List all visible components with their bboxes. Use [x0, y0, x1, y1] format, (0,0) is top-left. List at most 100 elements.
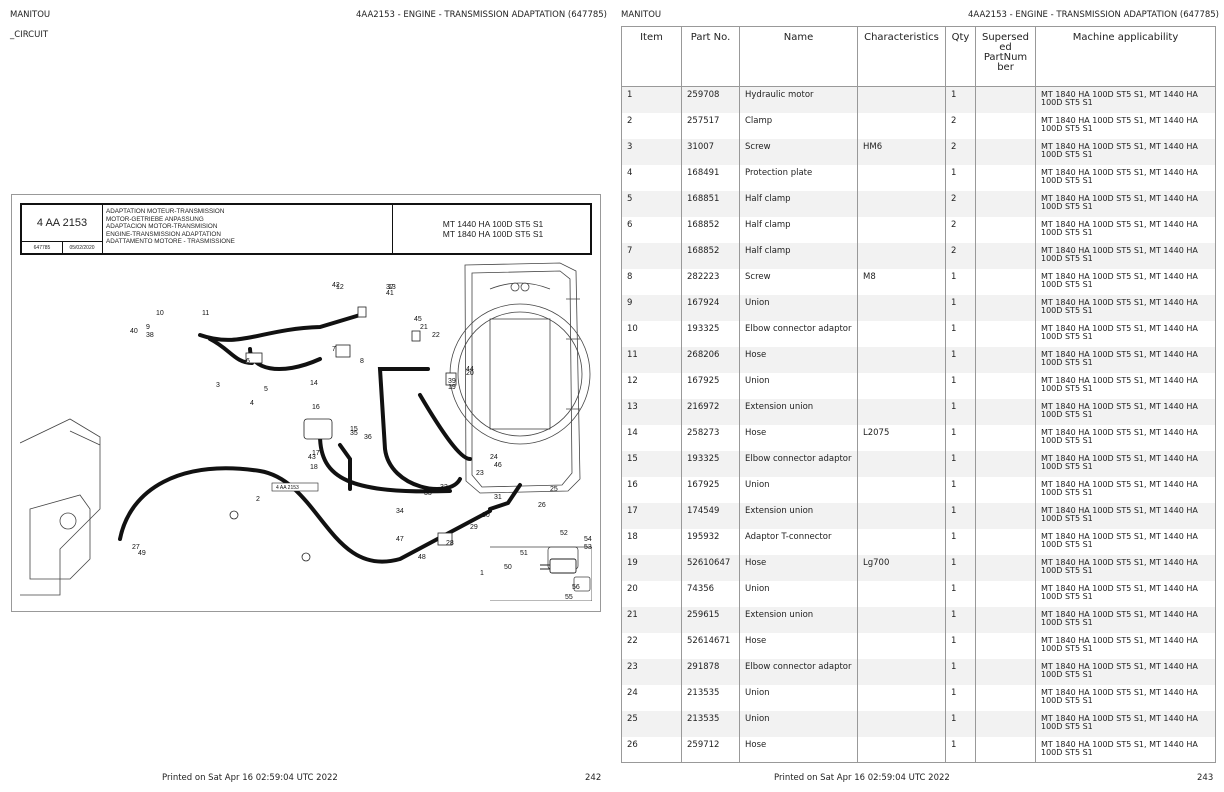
parts-table: Item Part No. Name Characteristics Qty S…	[621, 26, 1216, 763]
callout-8: 8	[360, 358, 364, 365]
callout-31: 31	[494, 494, 502, 501]
callout-44: 44	[466, 366, 474, 373]
cell-name: Extension union	[739, 606, 858, 633]
cell-qty: 1	[945, 398, 976, 425]
callout-42: 42	[332, 282, 340, 289]
cell-characteristics	[857, 632, 946, 659]
drawing-model-1: MT 1440 HA 100D ST5 S1	[442, 219, 544, 229]
cell-superseded	[975, 268, 1036, 295]
callout-48: 48	[418, 554, 426, 561]
callout-9: 9	[146, 324, 150, 331]
col-part-no: Part No.	[681, 26, 740, 87]
cell-item: 12	[621, 372, 682, 399]
cell-name: Elbow connector adaptor	[739, 450, 858, 477]
cell-characteristics	[857, 398, 946, 425]
callout-27: 27	[132, 544, 140, 551]
right-page-number: 243	[1197, 773, 1214, 783]
cell-part-no: 52614671	[681, 632, 740, 659]
cell-applicability: MT 1840 HA 100D ST5 S1, MT 1440 HA 100D …	[1035, 320, 1216, 347]
cell-item: 9	[621, 294, 682, 321]
callout-7: 7	[332, 346, 336, 353]
cell-applicability: MT 1840 HA 100D ST5 S1, MT 1440 HA 100D …	[1035, 658, 1216, 685]
cell-applicability: MT 1840 HA 100D ST5 S1, MT 1440 HA 100D …	[1035, 502, 1216, 529]
right-page-title: 4AA2153 - ENGINE - TRANSMISSION ADAPTATI…	[968, 10, 1219, 20]
col-applicability: Machine applicability	[1035, 26, 1216, 87]
cell-part-no: 258273	[681, 424, 740, 451]
cell-applicability: MT 1840 HA 100D ST5 S1, MT 1440 HA 100D …	[1035, 632, 1216, 659]
drawing-titles: ADAPTATION MOTEUR-TRANSMISSION MOTOR-GET…	[106, 208, 235, 246]
callout-18: 18	[310, 464, 318, 471]
cell-qty: 1	[945, 710, 976, 737]
cell-characteristics	[857, 450, 946, 477]
callout-5: 5	[264, 386, 268, 393]
drawing-title-block: 4 AA 2153 647785 05/02/2020 ADAPTATION M…	[20, 203, 592, 255]
cell-part-no: 193325	[681, 320, 740, 347]
cell-part-no: 193325	[681, 450, 740, 477]
cell-item: 19	[621, 554, 682, 581]
cell-superseded	[975, 528, 1036, 555]
cell-characteristics	[857, 242, 946, 269]
drawing-models: MT 1440 HA 100D ST5 S1 MT 1840 HA 100D S…	[392, 205, 593, 253]
cell-name: Screw	[739, 268, 858, 295]
cell-superseded	[975, 320, 1036, 347]
cell-part-no: 257517	[681, 112, 740, 139]
cell-part-no: 168852	[681, 242, 740, 269]
cell-characteristics	[857, 372, 946, 399]
cell-item: 22	[621, 632, 682, 659]
cell-qty: 2	[945, 216, 976, 243]
cell-characteristics	[857, 658, 946, 685]
callout-55: 55	[565, 594, 573, 601]
cell-name: Elbow connector adaptor	[739, 320, 858, 347]
callout-32: 32	[440, 484, 448, 491]
cell-superseded	[975, 372, 1036, 399]
cell-superseded	[975, 86, 1036, 113]
cell-name: Hose	[739, 736, 858, 763]
callout-36: 36	[364, 434, 372, 441]
drawing-number: 647785	[22, 241, 63, 255]
cell-item: 26	[621, 736, 682, 763]
cell-name: Half clamp	[739, 242, 858, 269]
cell-part-no: 268206	[681, 346, 740, 373]
cell-superseded	[975, 736, 1036, 763]
cell-applicability: MT 1840 HA 100D ST5 S1, MT 1440 HA 100D …	[1035, 268, 1216, 295]
cell-characteristics: Lg700	[857, 554, 946, 581]
right-printed-on: Printed on Sat Apr 16 02:59:04 UTC 2022	[774, 773, 950, 783]
callout-37: 37	[386, 284, 394, 291]
drawing-model-2: MT 1840 HA 100D ST5 S1	[442, 229, 544, 239]
exploded-parts-drawing: 4 AA 2153 647785 05/02/2020 ADAPTATION M…	[11, 194, 601, 612]
cell-characteristics	[857, 528, 946, 555]
cell-qty: 1	[945, 450, 976, 477]
fittings	[229, 306, 457, 562]
cell-applicability: MT 1840 HA 100D ST5 S1, MT 1440 HA 100D …	[1035, 450, 1216, 477]
cell-superseded	[975, 606, 1036, 633]
cell-applicability: MT 1840 HA 100D ST5 S1, MT 1440 HA 100D …	[1035, 216, 1216, 243]
cell-applicability: MT 1840 HA 100D ST5 S1, MT 1440 HA 100D …	[1035, 554, 1216, 581]
callout-24: 24	[490, 454, 498, 461]
cell-superseded	[975, 502, 1036, 529]
parts-table-header: Item Part No. Name Characteristics Qty S…	[621, 26, 1216, 87]
cell-characteristics	[857, 580, 946, 607]
cell-superseded	[975, 398, 1036, 425]
cell-name: Union	[739, 710, 858, 737]
cell-qty: 2	[945, 138, 976, 165]
cell-part-no: 168851	[681, 190, 740, 217]
cell-item: 13	[621, 398, 682, 425]
callout-4: 4	[250, 400, 254, 407]
callout-51: 51	[520, 550, 528, 557]
cell-characteristics	[857, 190, 946, 217]
cell-superseded	[975, 294, 1036, 321]
pump-detail-box	[490, 546, 592, 601]
cell-name: Elbow connector adaptor	[739, 658, 858, 685]
